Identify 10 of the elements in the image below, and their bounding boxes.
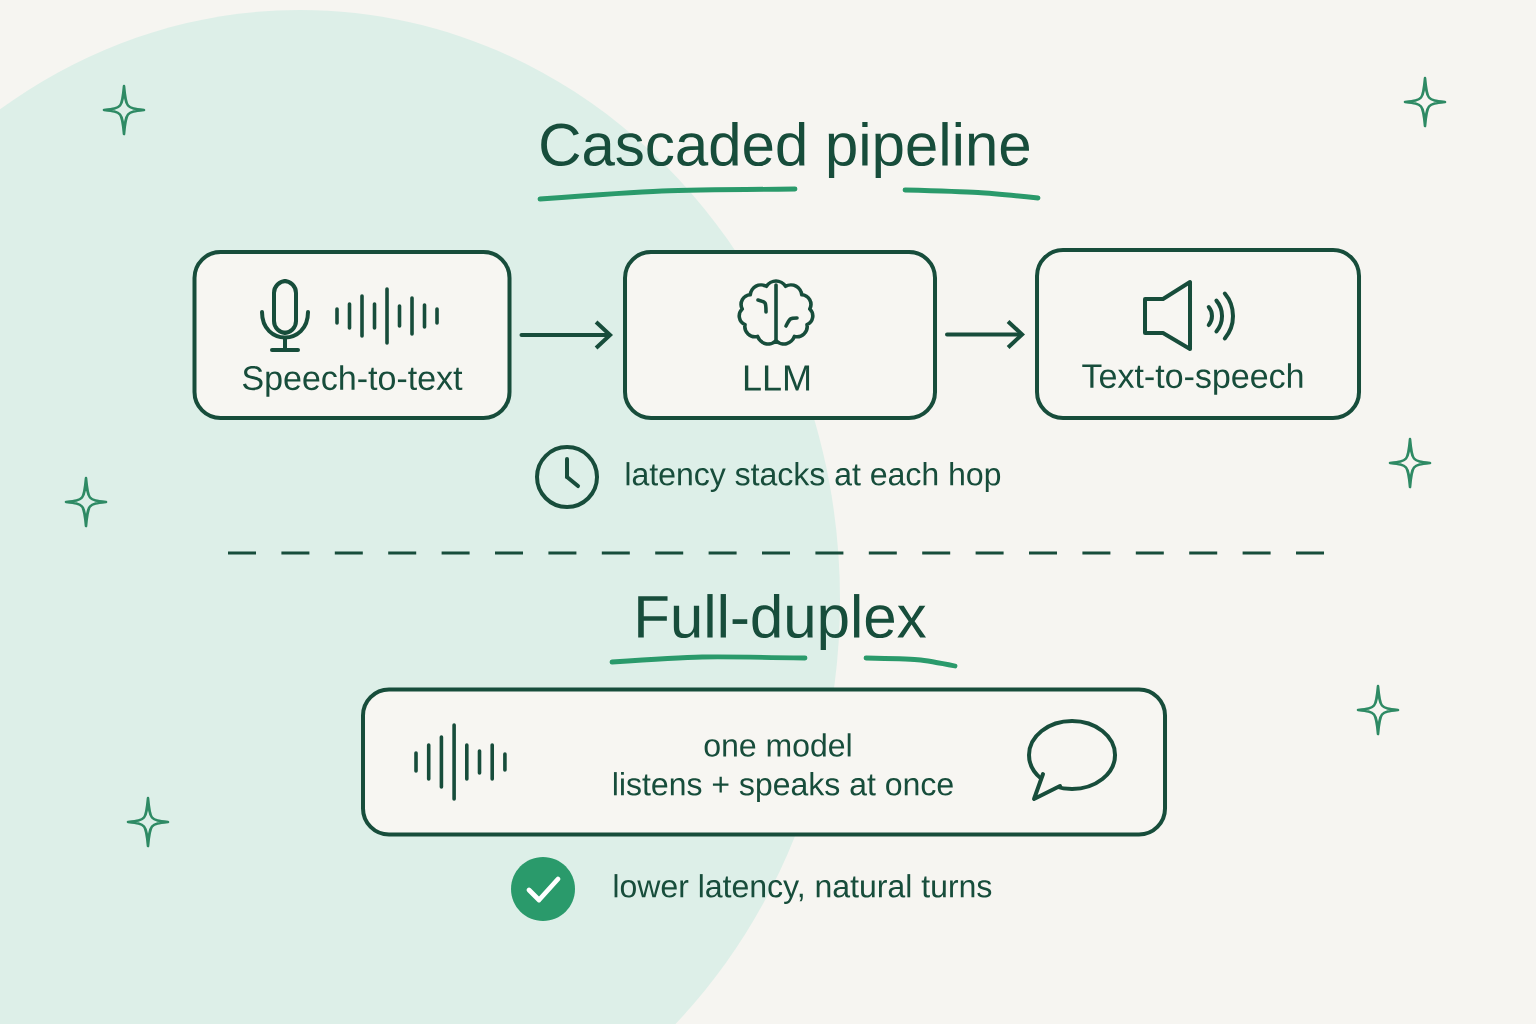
arrow	[945, 320, 1025, 349]
process-box: LLM	[623, 250, 937, 420]
arrow	[519, 320, 613, 350]
process-box: Text-to-speech	[1035, 248, 1361, 420]
note-text: latency stacks at each hop	[626, 462, 1001, 492]
heading: Full-duplex	[638, 594, 927, 650]
process-box: Speech-to-text	[192, 250, 512, 420]
heading: Cascaded pipeline	[541, 122, 1029, 178]
process-box: one model listens + speaks at once	[361, 687, 1167, 837]
note-text: lower latency, natural turns	[614, 874, 992, 904]
